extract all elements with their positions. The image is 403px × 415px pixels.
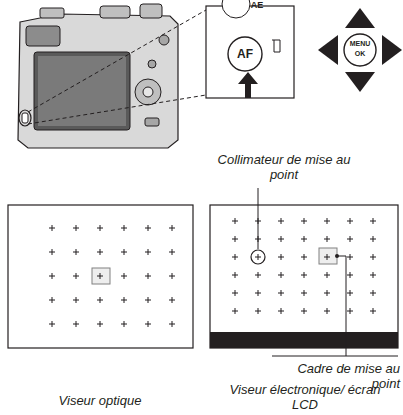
focus-point-mark bbox=[370, 308, 376, 314]
focus-point-mark bbox=[73, 225, 79, 231]
focus-point-mark bbox=[347, 290, 353, 296]
focus-point-mark bbox=[97, 297, 103, 303]
focus-point-mark bbox=[73, 321, 79, 327]
focus-point-mark bbox=[347, 218, 353, 224]
focus-point-mark bbox=[97, 321, 103, 327]
focus-point-mark bbox=[73, 273, 79, 279]
focus-point-mark bbox=[324, 218, 330, 224]
focus-point-mark bbox=[169, 249, 175, 255]
button-label: OK bbox=[344, 50, 376, 58]
focus-point-mark bbox=[145, 273, 151, 279]
focus-point-mark bbox=[49, 225, 55, 231]
focus-point-mark bbox=[301, 308, 307, 314]
focus-point-mark bbox=[232, 218, 238, 224]
info-bar bbox=[210, 332, 398, 348]
leader-line bbox=[258, 188, 259, 249]
selector bbox=[318, 8, 402, 92]
leader-line bbox=[337, 256, 346, 356]
focus-point-mark bbox=[49, 297, 55, 303]
focus-point-mark bbox=[324, 236, 330, 242]
focus-point-mark bbox=[232, 272, 238, 278]
focus-point-mark bbox=[278, 218, 284, 224]
button-inset bbox=[206, 0, 294, 98]
focus-point-mark bbox=[370, 272, 376, 278]
focus-point-mark bbox=[232, 254, 238, 260]
focus-point-mark bbox=[169, 225, 175, 231]
button-label: MENU bbox=[344, 40, 376, 48]
button-label: AF bbox=[232, 47, 258, 61]
focus-point-mark bbox=[49, 249, 55, 255]
focus-point-mark bbox=[121, 297, 127, 303]
focus-point-mark bbox=[278, 308, 284, 314]
focus-frame bbox=[92, 268, 110, 284]
focus-point-mark bbox=[145, 249, 151, 255]
focus-point-mark bbox=[278, 236, 284, 242]
focus-point-mark bbox=[370, 254, 376, 260]
callout-label: Collimateur de mise au point bbox=[214, 152, 354, 182]
focus-point-mark bbox=[347, 236, 353, 242]
button-label: AE bbox=[246, 0, 268, 10]
focus-point-mark bbox=[301, 254, 307, 260]
focus-point-mark bbox=[255, 272, 261, 278]
focus-point-mark bbox=[301, 272, 307, 278]
focus-point-mark bbox=[145, 225, 151, 231]
focus-point-mark bbox=[169, 321, 175, 327]
focus-point-mark bbox=[255, 308, 261, 314]
focus-frame bbox=[319, 248, 337, 264]
focus-point-mark bbox=[324, 272, 330, 278]
focus-point-mark bbox=[347, 272, 353, 278]
focus-point-mark bbox=[324, 308, 330, 314]
focus-point-mark bbox=[145, 321, 151, 327]
focus-point-mark bbox=[370, 218, 376, 224]
evf-frame bbox=[210, 205, 398, 348]
focus-point-mark bbox=[278, 254, 284, 260]
focus-point-mark bbox=[169, 297, 175, 303]
focus-point-mark bbox=[347, 308, 353, 314]
focus-point-mark bbox=[232, 236, 238, 242]
focus-point-mark bbox=[49, 321, 55, 327]
focus-point-mark bbox=[301, 290, 307, 296]
caption-label: Viseur optique bbox=[20, 393, 180, 408]
focus-point-mark bbox=[301, 218, 307, 224]
focus-point-mark bbox=[97, 225, 103, 231]
focus-point-mark bbox=[278, 290, 284, 296]
focus-point-mark bbox=[255, 254, 261, 260]
focus-point-mark bbox=[121, 321, 127, 327]
focus-point-mark bbox=[121, 225, 127, 231]
focus-point-mark bbox=[370, 290, 376, 296]
focus-point-mark bbox=[278, 272, 284, 278]
focus-point-mark bbox=[97, 273, 103, 279]
focus-point-mark bbox=[255, 290, 261, 296]
camera bbox=[18, 4, 178, 148]
focus-point-mark bbox=[97, 249, 103, 255]
caption-label: Viseur électronique/ écran LCD bbox=[222, 382, 388, 412]
focus-point-mark bbox=[121, 273, 127, 279]
focus-point-mark bbox=[145, 297, 151, 303]
focus-point-mark bbox=[301, 236, 307, 242]
focus-point-circle bbox=[251, 250, 265, 264]
focus-point-mark bbox=[370, 236, 376, 242]
focus-point-mark bbox=[169, 273, 175, 279]
focus-point-mark bbox=[73, 297, 79, 303]
leader-line bbox=[272, 356, 398, 357]
focus-point-mark bbox=[232, 290, 238, 296]
focus-point-mark bbox=[49, 273, 55, 279]
focus-point-mark bbox=[121, 249, 127, 255]
focus-point-mark bbox=[73, 249, 79, 255]
focus-point-mark bbox=[324, 254, 330, 260]
focus-point-mark bbox=[324, 290, 330, 296]
focus-point-mark bbox=[232, 308, 238, 314]
optical-frame bbox=[8, 205, 193, 348]
focus-point-mark bbox=[347, 254, 353, 260]
